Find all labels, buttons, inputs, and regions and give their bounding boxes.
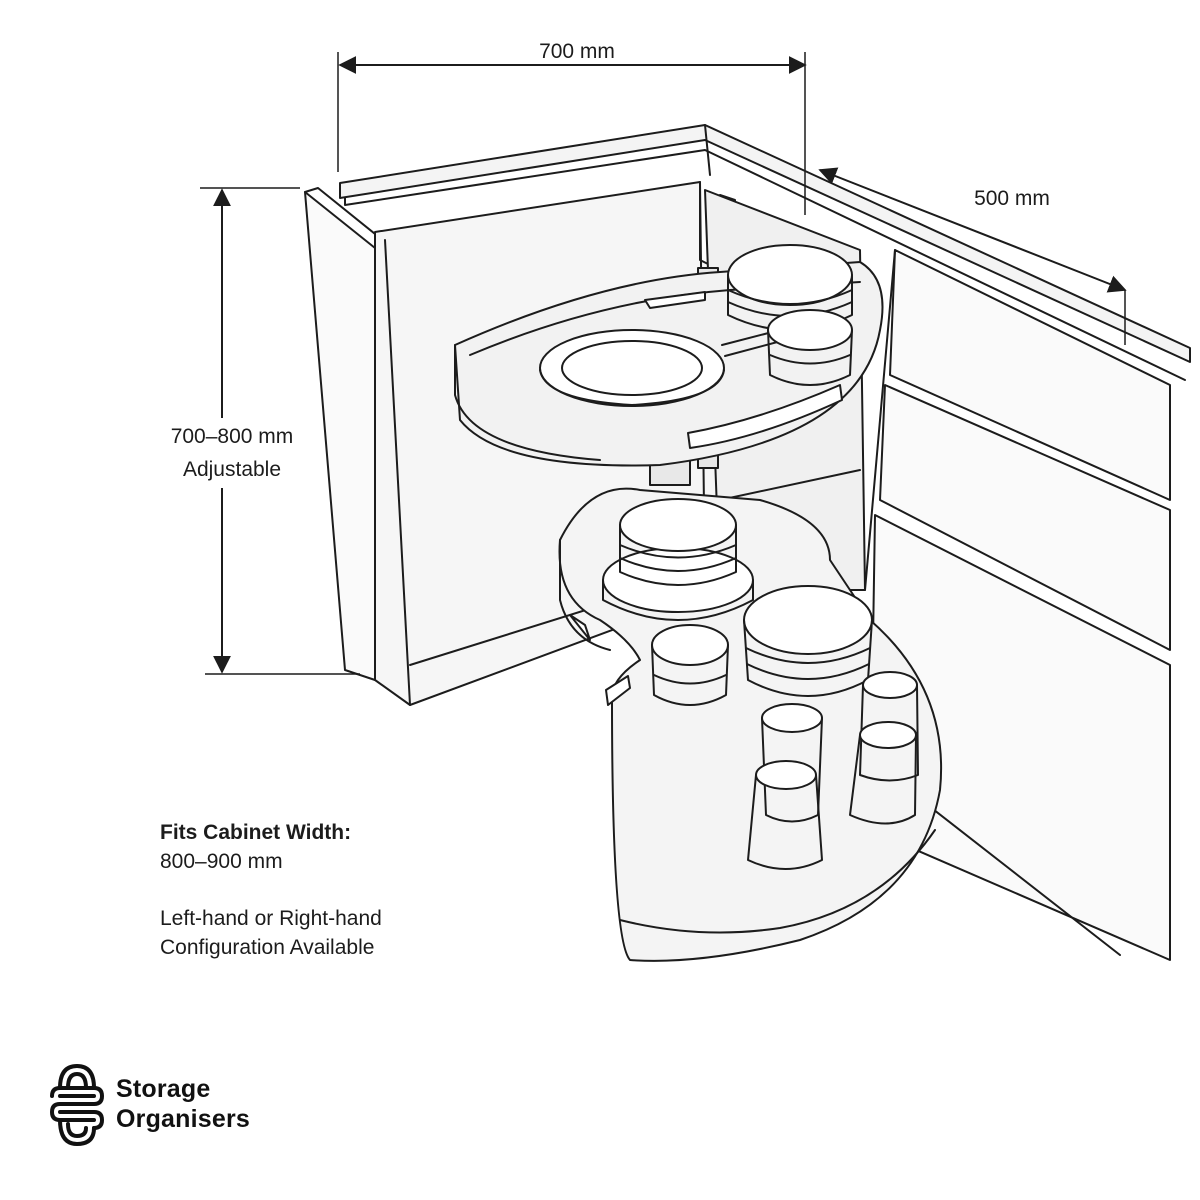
config-line-1: Left-hand or Right-hand [160, 907, 382, 930]
depth-dimension-label: 500 mm [974, 187, 1050, 210]
height-dimension-sublabel: Adjustable [183, 458, 281, 481]
lower-tray-glasses [747, 671, 919, 870]
upper-tray-pan [539, 329, 786, 407]
upper-tray-bowls [767, 309, 853, 386]
depth-dimension: 500 mm [818, 167, 1127, 345]
height-dimension: 700–800 mm Adjustable [150, 187, 360, 675]
fits-value: 800–900 mm [160, 850, 283, 873]
brand-name-line-1: Storage [116, 1075, 211, 1103]
config-line-2: Configuration Available [160, 936, 375, 959]
width-dimension-label: 700 mm [539, 40, 615, 63]
height-dimension-label: 700–800 mm [171, 425, 294, 448]
lower-tray-large-bowls [743, 585, 873, 697]
product-info: Fits Cabinet Width: 800–900 mm Left-hand… [160, 818, 382, 962]
lower-tray-small-bowls [651, 624, 729, 706]
lower-tray-plates-stack [602, 498, 754, 621]
width-dimension: 700 mm [337, 40, 807, 215]
brand-logo: Storage Organisers [48, 1062, 308, 1152]
brand-name: Storage Organisers [116, 1074, 250, 1134]
fits-heading: Fits Cabinet Width: [160, 821, 352, 844]
storage-organisers-logo-icon [49, 1063, 105, 1147]
brand-name-line-2: Organisers [116, 1105, 251, 1133]
